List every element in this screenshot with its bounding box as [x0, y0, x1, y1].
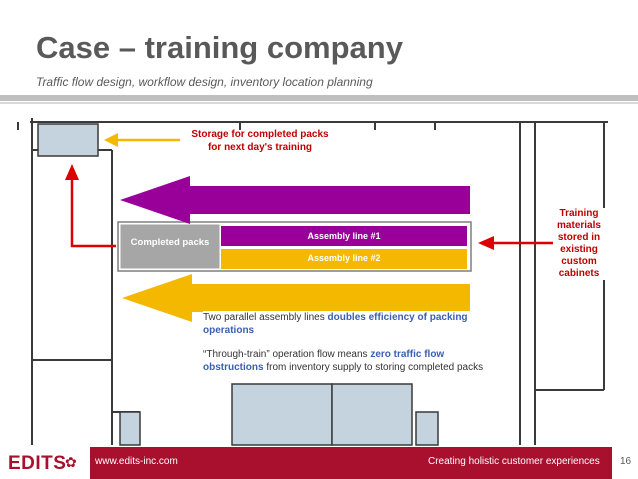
- floor-plan: [17, 118, 608, 446]
- return-arrowhead: [65, 164, 79, 180]
- note1-highlight: doubles efficiency of packing operations: [203, 312, 468, 336]
- training-label-line: materials: [557, 220, 601, 231]
- assembly-line-1: [221, 226, 467, 246]
- logo-flourish-icon: ✿: [65, 454, 77, 470]
- training-label-line: cabinets: [558, 268, 600, 279]
- note-parallel-lines: Two parallel assembly lines doubles effi…: [203, 311, 503, 337]
- page-number: 16: [620, 456, 632, 467]
- completed-packs-label: Completed packs: [130, 237, 210, 248]
- footer-url-link[interactable]: www.edits-inc.com: [95, 456, 178, 467]
- storage-arrowhead: [104, 133, 118, 147]
- purple-flow-arrow: [120, 176, 470, 224]
- logo-box: [2, 451, 84, 476]
- note-through-train: “Through-train” operation flow means zer…: [203, 348, 503, 374]
- assembly-line-2-label: Assembly line #2: [307, 253, 381, 263]
- footer-bar: [0, 447, 638, 479]
- storage-area: [37, 123, 99, 157]
- note2-text-end: from inventory supply to storing complet…: [263, 362, 484, 373]
- storage-label-line1: Storage for completed packs: [191, 129, 329, 140]
- lower-room-2: [331, 383, 413, 446]
- title-rule: [0, 95, 638, 101]
- completed-packs-area: [119, 223, 221, 270]
- storage-label-line2: for next day's training: [207, 142, 313, 153]
- lower-room-left: [119, 411, 141, 446]
- lower-room-3: [415, 411, 439, 446]
- note1-text: Two parallel assembly lines: [203, 312, 328, 323]
- edits-logo: EDITS: [8, 453, 67, 474]
- training-label-line: existing: [560, 244, 598, 255]
- footer-tagline: Creating holistic customer experiences: [428, 456, 600, 467]
- slide-subtitle: Traffic flow design, workflow design, in…: [36, 75, 373, 89]
- note2-highlight: zero traffic flow obstructions: [203, 349, 445, 373]
- supply-arrowhead: [478, 236, 494, 250]
- title-rule-secondary: [0, 102, 638, 104]
- assembly-line-1-label: Assembly line #1: [307, 231, 381, 241]
- training-label-line: custom: [561, 256, 597, 267]
- page-number-box: [612, 447, 638, 479]
- training-label-line: Training: [559, 208, 599, 219]
- amber-flow-arrow: [122, 274, 470, 322]
- storage-label: Storage for completed packs for next day…: [170, 128, 350, 154]
- training-label-line: stored in: [557, 232, 601, 243]
- slide-title: Case – training company: [36, 30, 403, 65]
- assembly-line-2: [221, 249, 467, 269]
- return-arrow-line: [70, 178, 116, 248]
- lower-room-1: [231, 383, 333, 446]
- training-materials-label: Training materials stored in existing cu…: [553, 208, 605, 280]
- note2-text: “Through-train” operation flow means: [203, 349, 371, 360]
